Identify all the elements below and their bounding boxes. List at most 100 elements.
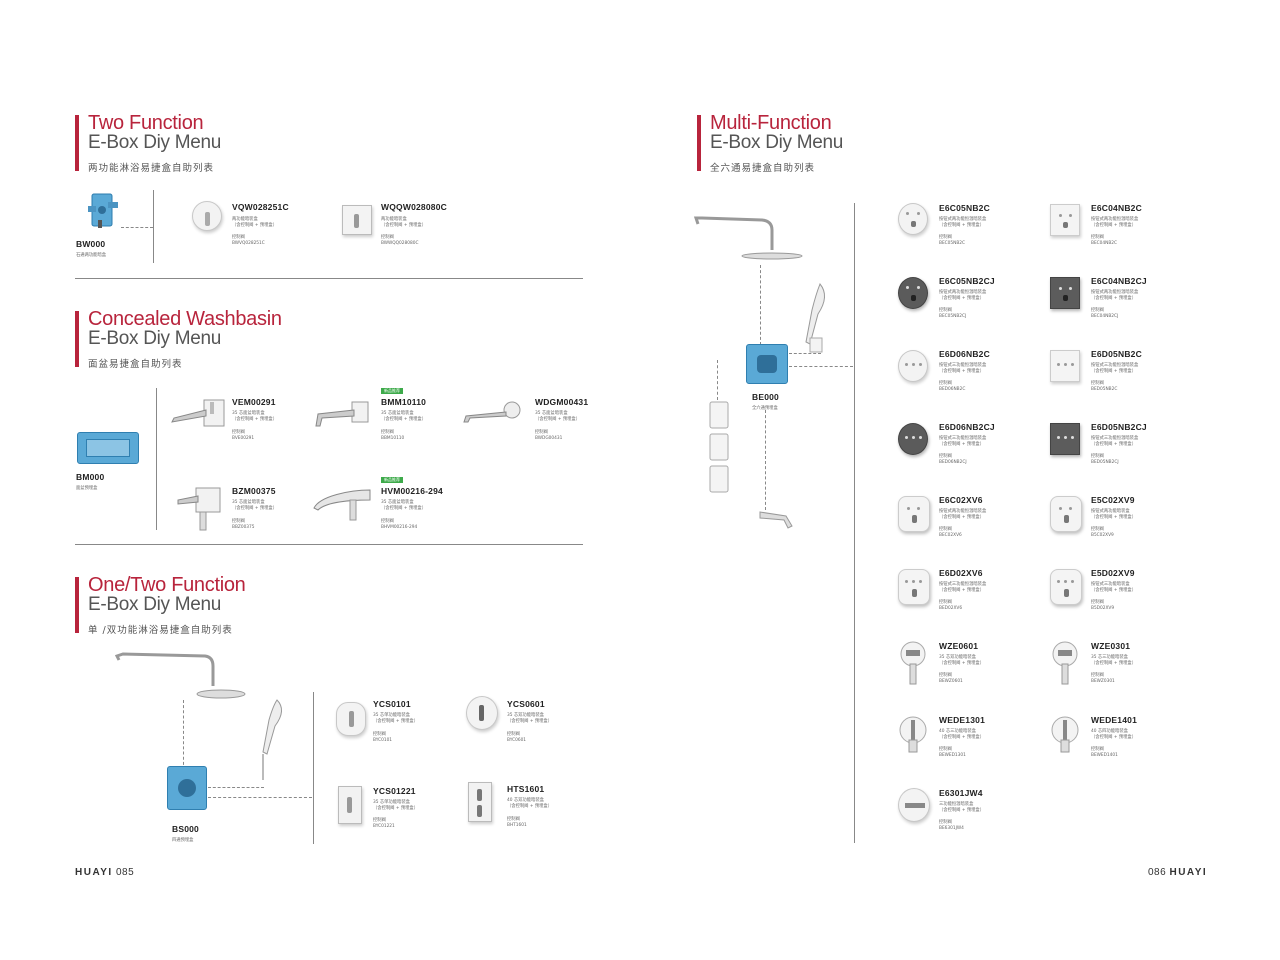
product-line: （含控制阀 + 预埋盒） [1091, 661, 1137, 666]
product-line: （含控制阀 + 预埋盒） [1091, 588, 1137, 593]
product-code: WQQW028080C [381, 202, 447, 212]
connector-line [789, 366, 853, 367]
product-line: B5C02XV9 [1091, 533, 1114, 538]
box-code: BE000 [752, 392, 779, 402]
product-code: WZE0301 [1091, 641, 1131, 651]
product-line: 35 芯面盆暗装盒 [232, 500, 265, 505]
product-code: E6D06NB2C [939, 349, 990, 359]
brand-logo: HUAYI [75, 867, 113, 878]
product-code: E6C05NB2C [939, 203, 990, 213]
valve-image [898, 714, 928, 754]
bs000-box-image [167, 766, 207, 810]
valve-image [466, 696, 498, 730]
product-line: 控制阀 [381, 430, 394, 435]
product-line: 40 芯三功能暗装盒 [939, 729, 976, 734]
product-line: （含控制阀 + 预埋盒） [232, 417, 278, 422]
product-line: 控制阀 [507, 817, 520, 822]
product-line: （含控制阀 + 预埋盒） [939, 808, 985, 813]
product-code: E6C02XV6 [939, 495, 983, 505]
product-code: WEDE1401 [1091, 715, 1138, 725]
product-line: BEC05NB2CJ [939, 314, 967, 319]
product-code: WEDE1301 [939, 715, 986, 725]
product-code: E6C04NB2C [1091, 203, 1142, 213]
product-line: （含控制阀 + 预埋盒） [1091, 735, 1137, 740]
box-code: BW000 [76, 239, 106, 249]
connector-line [183, 700, 184, 770]
product-line: （含控制阀 + 预埋盒） [507, 804, 553, 809]
product-line: （含控制阀 + 预埋盒） [939, 515, 985, 520]
product-code: E6D05NB2CJ [1091, 422, 1147, 432]
product-line: 40 芯双功能暗装盒 [507, 798, 544, 803]
page-number: 086 [1148, 867, 1167, 878]
product-line: （含控制阀 + 预埋盒） [373, 719, 419, 724]
product-line: 控制阀 [1091, 235, 1104, 240]
section-subtitle: E-Box Diy Menu [88, 132, 222, 153]
thermostat-image [898, 496, 930, 532]
valve-image [192, 201, 222, 231]
product-line: 控制阀 [939, 308, 952, 313]
valve-image [342, 205, 372, 235]
one-two-function-heading: One/Two Function E-Box Diy Menu 单 /双功能淋浴… [75, 575, 246, 636]
product-code: YCS0601 [507, 699, 545, 709]
product-line: 两功能暗装盒 [232, 217, 258, 222]
product-line: 控制阀 [1091, 454, 1104, 459]
valve-image [1050, 640, 1080, 686]
thermostat-image [1050, 204, 1080, 236]
product-line: BHVM00216-294 [381, 525, 418, 530]
accent-bar [697, 115, 701, 171]
accent-bar [75, 311, 79, 367]
valve-image [338, 786, 362, 824]
product-line: 控制阀 [1091, 381, 1104, 386]
product-line: （含控制阀 + 预埋盒） [939, 296, 985, 301]
product-line: 35 芯三功能暗装盒 [1091, 655, 1128, 660]
product-line: 按钮式两功能恒温暗装盒 [939, 509, 987, 514]
product-code: VEM00291 [232, 397, 276, 407]
product-line: BED06NB2C [939, 387, 966, 392]
box-code: BM000 [76, 472, 105, 482]
product-line: 两功能暗装盒 [381, 217, 407, 222]
thermostat-image [1050, 569, 1082, 605]
product-line: 三功能恒温暗装盒 [939, 802, 974, 807]
product-line: 控制阀 [939, 820, 952, 825]
product-line: （含控制阀 + 预埋盒） [373, 806, 419, 811]
product-line: （含控制阀 + 预埋盒） [939, 369, 985, 374]
connector-line [208, 787, 264, 788]
section-cn-title: 单 /双功能淋浴易捷盒自助列表 [88, 625, 233, 636]
product-line: （含控制阀 + 预埋盒） [1091, 515, 1137, 520]
product-line: （含控制阀 + 预埋盒） [232, 223, 278, 228]
product-line: 35 芯面盆暗装盒 [381, 411, 414, 416]
connector-line [789, 353, 821, 354]
product-line: 按钮式两功能恒温暗装盒 [1091, 290, 1139, 295]
page-footer-left: HUAYI 085 [75, 867, 134, 878]
product-line: 控制阀 [939, 747, 952, 752]
thermostat-image [898, 350, 928, 382]
product-line: BBM10110 [381, 436, 405, 441]
product-line: BED02XV6 [939, 606, 963, 611]
section-cn-title: 全六通易捷盒自助列表 [710, 163, 816, 174]
box-desc: 全六通预埋盒 [752, 406, 778, 411]
product-code: HTS1601 [507, 784, 545, 794]
section-subtitle: E-Box Diy Menu [710, 132, 844, 153]
product-line: 控制阀 [939, 454, 952, 459]
product-line: 按钮式两功能恒温暗装盒 [1091, 217, 1139, 222]
product-line: （含控制阀 + 预埋盒） [232, 506, 278, 511]
product-line: BED05NB2CJ [1091, 460, 1119, 465]
accent-bar [75, 577, 79, 633]
product-code: YCS01221 [373, 786, 416, 796]
product-line: （含控制阀 + 预埋盒） [939, 735, 985, 740]
connector-line [765, 410, 766, 510]
bm000-box-image [77, 432, 139, 464]
product-line: 35 芯双功能暗装盒 [507, 713, 544, 718]
product-line: 35 芯面盆暗装盒 [232, 411, 265, 416]
section-title: One/Two Function [88, 574, 246, 596]
product-line: 控制阀 [1091, 308, 1104, 313]
thermostat-image [898, 423, 928, 455]
product-line: 按钮式三功能恒温暗装盒 [939, 363, 987, 368]
product-line: BED05NB2C [1091, 387, 1118, 392]
product-line: 按钮式三功能恒温暗装盒 [939, 436, 987, 441]
product-line: （含控制阀 + 预埋盒） [1091, 296, 1137, 301]
product-line: 控制阀 [1091, 673, 1104, 678]
faucet-image [462, 400, 522, 428]
valve-image [898, 788, 930, 822]
product-code: WZE0601 [939, 641, 979, 651]
